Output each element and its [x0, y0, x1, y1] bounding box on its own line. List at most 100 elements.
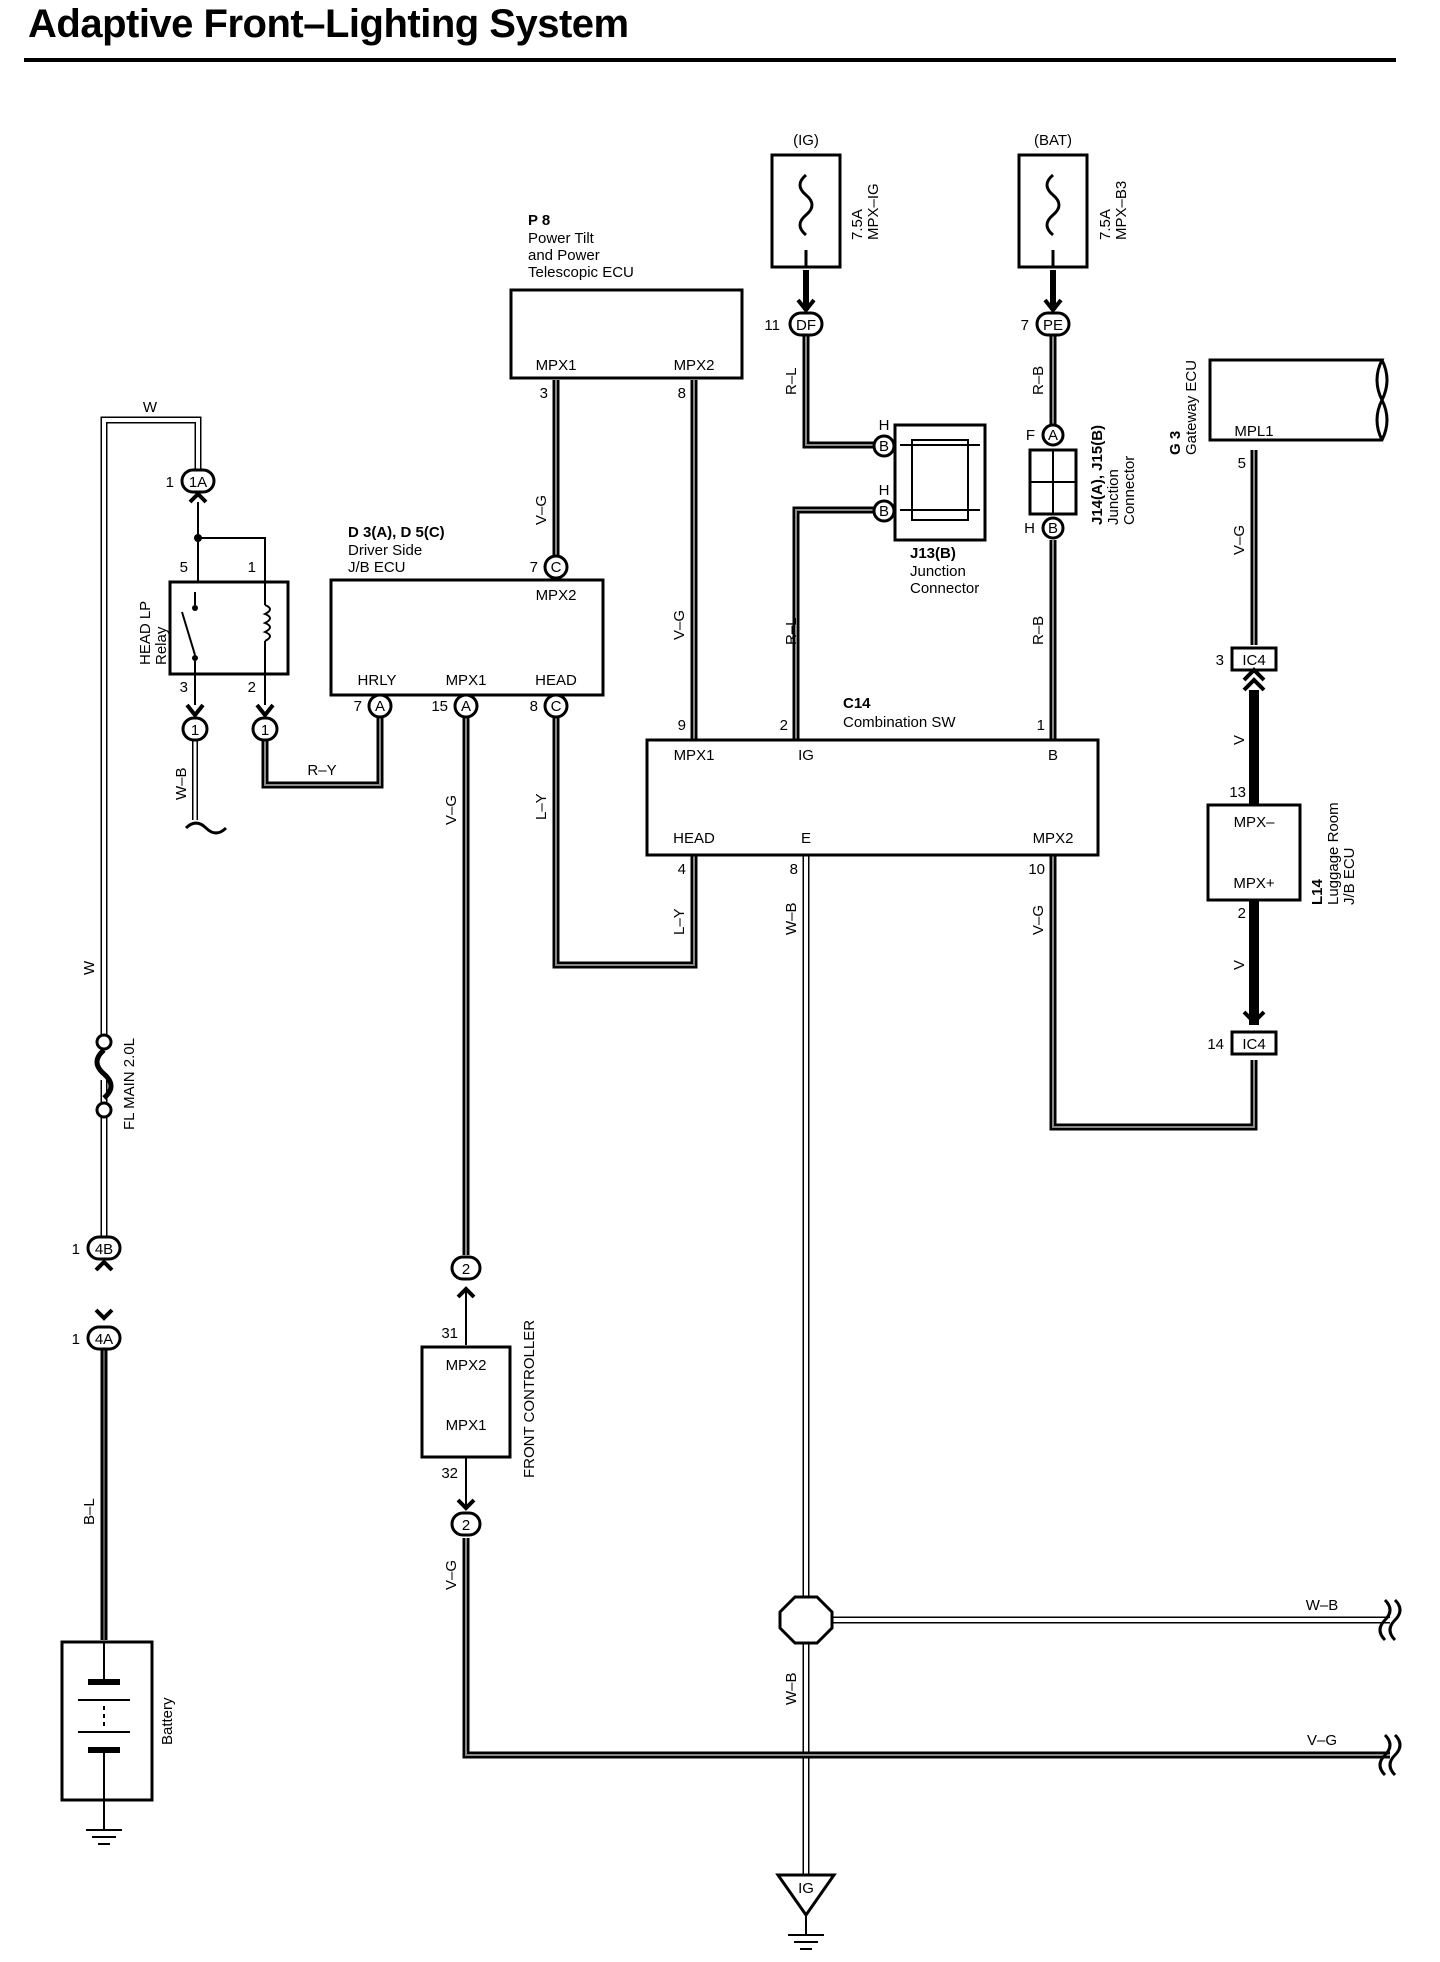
svg-text:DF: DF: [796, 317, 816, 334]
svg-text:Connector: Connector: [1121, 456, 1138, 525]
svg-text:5: 5: [1238, 455, 1246, 472]
svg-text:2: 2: [462, 1261, 470, 1278]
svg-text:Power Tilt: Power Tilt: [528, 230, 595, 247]
svg-text:E: E: [801, 830, 811, 847]
svg-text:C: C: [551, 559, 562, 576]
svg-text:A: A: [461, 698, 471, 715]
svg-text:MPX2: MPX2: [1033, 830, 1074, 847]
svg-text:B: B: [1048, 520, 1058, 537]
svg-text:8: 8: [678, 385, 686, 402]
connector-pe: PE 7: [1021, 298, 1071, 337]
d3-driver-side-jb-ecu: D 3(A), D 5(C) Driver Side J/B ECU C 7 M…: [329, 524, 605, 719]
svg-text:9: 9: [678, 717, 686, 734]
svg-text:(IG): (IG): [793, 132, 819, 149]
svg-text:1: 1: [248, 559, 256, 576]
svg-text:4: 4: [678, 861, 686, 878]
connector-ic4-top: IC4 3: [1216, 646, 1278, 692]
svg-text:3: 3: [1216, 652, 1224, 669]
svg-text:Connector: Connector: [910, 580, 979, 597]
svg-text:31: 31: [441, 1325, 458, 1342]
svg-text:HEAD: HEAD: [535, 672, 577, 689]
svg-text:W–B: W–B: [173, 767, 190, 800]
svg-text:3: 3: [540, 385, 548, 402]
svg-text:IC4: IC4: [1242, 652, 1265, 669]
svg-text:32: 32: [441, 1465, 458, 1482]
svg-text:W: W: [143, 399, 158, 416]
svg-text:2: 2: [462, 1517, 470, 1534]
head-lp-relay: 5 1 3 2 HEAD LP Relay: [137, 502, 290, 705]
svg-text:MPL1: MPL1: [1234, 423, 1273, 440]
svg-text:FL MAIN 2.0L: FL MAIN 2.0L: [121, 1038, 138, 1130]
svg-text:A: A: [375, 698, 385, 715]
svg-text:C14: C14: [843, 695, 871, 712]
p8-power-tilt-ecu: P 8 Power Tilt and Power Telescopic ECU …: [509, 212, 744, 402]
connector-4a: 4A 1: [72, 1308, 122, 1351]
svg-text:Luggage Room: Luggage Room: [1325, 802, 1342, 905]
svg-text:HEAD LP: HEAD LP: [137, 601, 154, 665]
svg-text:V–G: V–G: [1307, 1732, 1337, 1749]
svg-text:and Power: and Power: [528, 247, 600, 264]
svg-text:IC4: IC4: [1242, 1036, 1265, 1053]
svg-text:Junction: Junction: [1105, 469, 1122, 525]
l14-luggage-room-jb-ecu: 13 MPX– MPX+ 2 L14 Luggage Room J/B ECU: [1206, 667, 1358, 922]
battery: Battery: [60, 1640, 176, 1845]
wire-color-labels: W W W–B R–Y V–G V–G V–G L–Y L–Y R–L R–L …: [81, 366, 1338, 1749]
connector-df: DF 11: [764, 298, 824, 337]
svg-text:C: C: [551, 698, 562, 715]
svg-text:11: 11: [764, 317, 780, 334]
svg-text:1: 1: [191, 722, 199, 739]
svg-text:V: V: [1231, 960, 1248, 970]
svg-text:1: 1: [166, 474, 174, 491]
svg-text:MPX+: MPX+: [1233, 875, 1275, 892]
svg-text:V: V: [1231, 735, 1248, 745]
svg-text:10: 10: [1028, 861, 1045, 878]
svg-text:B: B: [1048, 747, 1058, 764]
svg-text:Battery: Battery: [159, 1697, 176, 1745]
svg-text:L14: L14: [1309, 878, 1326, 905]
c14-combination-switch: C14 Combination SW 9 2 1 MPX1 IG B HEAD …: [645, 695, 1100, 878]
svg-text:Driver Side: Driver Side: [348, 542, 422, 559]
title-rule: [24, 58, 1396, 62]
svg-text:7: 7: [1021, 317, 1029, 334]
svg-text:L–Y: L–Y: [671, 908, 688, 935]
connector-4b: 4B 1: [72, 1235, 122, 1272]
svg-text:2: 2: [780, 717, 788, 734]
svg-text:MPX2: MPX2: [536, 587, 577, 604]
svg-text:13: 13: [1229, 784, 1246, 801]
svg-text:MPX1: MPX1: [536, 357, 577, 374]
svg-text:Gateway ECU: Gateway ECU: [1183, 360, 1200, 455]
svg-text:MPX–: MPX–: [1234, 814, 1276, 831]
svg-text:G 3: G 3: [1167, 431, 1184, 455]
svg-text:V–G: V–G: [1231, 525, 1248, 555]
svg-text:4B: 4B: [95, 1241, 113, 1258]
fuse-ig: (IG) 7.5A MPX–IG: [770, 132, 882, 269]
ground-ig: IG: [775, 1873, 837, 1950]
connector-relay-2: 1: [251, 703, 279, 742]
svg-text:P 8: P 8: [528, 212, 550, 229]
svg-text:R–B: R–B: [1030, 616, 1047, 645]
svg-text:IG: IG: [798, 747, 814, 764]
svg-text:V–G: V–G: [443, 795, 460, 825]
svg-text:14: 14: [1207, 1036, 1224, 1053]
svg-text:A: A: [1048, 427, 1058, 444]
svg-text:8: 8: [530, 698, 538, 715]
wire-w: [100, 416, 202, 1036]
svg-text:R–L: R–L: [783, 617, 800, 645]
svg-text:Junction: Junction: [910, 563, 966, 580]
svg-text:W–B: W–B: [783, 1672, 800, 1705]
front-controller: 31 MPX2 MPX1 32 FRONT CONTROLLER: [420, 1320, 538, 1482]
svg-text:IG: IG: [798, 1880, 814, 1897]
svg-text:V–G: V–G: [443, 1560, 460, 1590]
svg-text:V–G: V–G: [671, 610, 688, 640]
svg-text:Relay: Relay: [153, 626, 170, 665]
svg-text:MPX1: MPX1: [674, 747, 715, 764]
fuse-bat: (BAT) 7.5A MPX–B3: [1017, 132, 1130, 269]
svg-text:J/B ECU: J/B ECU: [348, 559, 406, 576]
svg-text:MPX1: MPX1: [446, 1417, 487, 1434]
svg-text:1A: 1A: [189, 474, 207, 491]
svg-text:15: 15: [431, 698, 448, 715]
svg-text:MPX2: MPX2: [446, 1357, 487, 1374]
svg-text:Combination SW: Combination SW: [843, 714, 956, 731]
svg-text:R–Y: R–Y: [307, 762, 336, 779]
